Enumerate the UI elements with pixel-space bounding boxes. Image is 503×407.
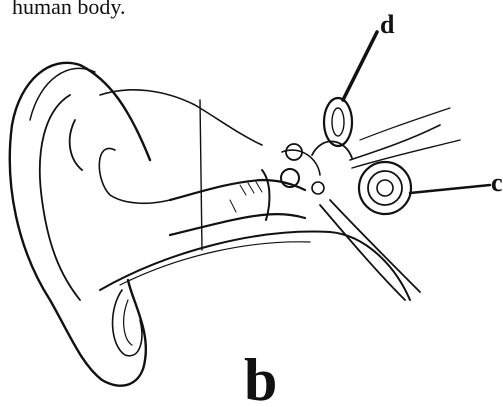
ossicle-3 — [312, 182, 324, 194]
label-c: c — [491, 168, 503, 198]
pointer-c — [410, 185, 490, 193]
cochlea-inner — [377, 180, 393, 196]
semicircular-canal-2 — [332, 108, 344, 136]
head-outline — [100, 90, 262, 145]
helix-rim — [30, 68, 95, 120]
eustachian-tube-2 — [330, 200, 420, 292]
lobe-inner — [124, 300, 132, 345]
eardrum — [262, 170, 269, 220]
semicircular-canal-1 — [324, 98, 352, 146]
label-d: d — [380, 10, 394, 40]
nerve-3 — [360, 108, 450, 140]
pinna-outline — [10, 63, 150, 386]
hatching — [230, 182, 262, 212]
antihelix — [99, 148, 170, 203]
base-curve — [100, 232, 410, 300]
concha — [70, 120, 82, 170]
pointer-d — [343, 32, 377, 100]
eustachian-tube-1 — [320, 205, 405, 300]
pinna-inner-fold — [40, 95, 80, 300]
base-curve-inner — [120, 242, 310, 285]
nerve-1 — [350, 125, 440, 160]
cochlea-mid — [368, 171, 402, 205]
lobe-fold — [113, 290, 142, 356]
ossicle-2 — [286, 144, 302, 160]
label-b: b — [244, 346, 277, 407]
ear-canal-upper — [170, 180, 305, 200]
cochlea-outer — [359, 162, 411, 214]
